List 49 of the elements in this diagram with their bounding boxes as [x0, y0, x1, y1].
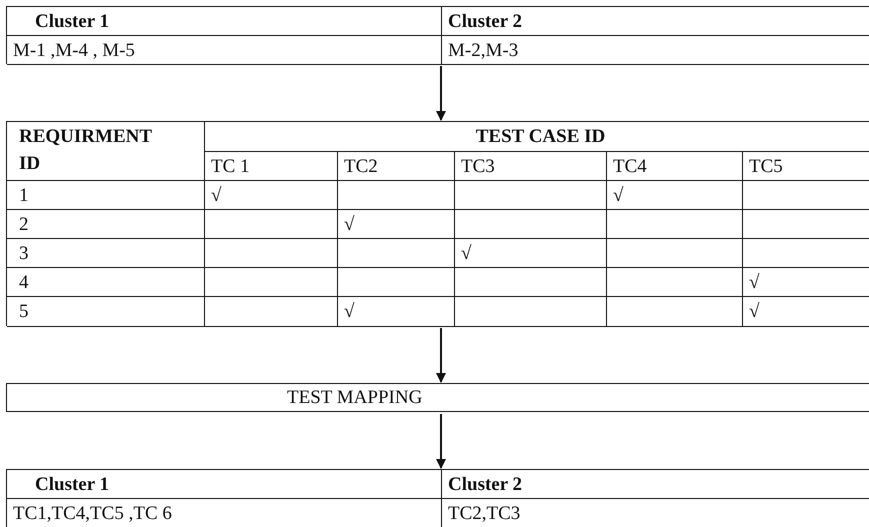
table-cell: 5 [7, 297, 205, 327]
table-cell: √ [455, 239, 607, 268]
table [6, 469, 869, 527]
table-cell: √ [338, 297, 455, 327]
empty-table-cell [338, 181, 455, 210]
table-cell: 4 [7, 268, 205, 297]
table-cell: Cluster 2 [442, 7, 869, 36]
table-cell: √ [743, 297, 869, 327]
table-cell: M-1 ,M-4 , M-5 [7, 36, 442, 65]
arrow [436, 414, 446, 469]
table-cell: TC2 [338, 152, 455, 181]
empty-table-cell [455, 210, 607, 239]
table-cell: Cluster 2 [442, 470, 869, 499]
empty-table-cell [607, 268, 743, 297]
empty-table-cell [338, 268, 455, 297]
table [6, 121, 869, 326]
table-cell: Cluster 1 [7, 470, 442, 499]
table [6, 6, 869, 64]
process-box: TEST MAPPING [6, 383, 869, 412]
table-cell: M-2,M-3 [442, 36, 869, 65]
table-cell: TC1,TC4,TC5 ,TC 6 [7, 499, 442, 527]
table-cell: TC4 [607, 152, 743, 181]
arrow [436, 66, 446, 121]
empty-table-cell [205, 297, 338, 327]
empty-table-cell [455, 297, 607, 327]
table-cell: √ [607, 181, 743, 210]
table-cell: 2 [7, 210, 205, 239]
table-cell: 3 [7, 239, 205, 268]
empty-table-cell [607, 210, 743, 239]
table-cell: TC5 [743, 152, 869, 181]
empty-table-cell [455, 181, 607, 210]
table-cell: TC3 [455, 152, 607, 181]
empty-table-cell [205, 239, 338, 268]
table-cell: √ [205, 181, 338, 210]
empty-table-cell [455, 268, 607, 297]
table-cell: 1 [7, 181, 205, 210]
table-cell: Cluster 1 [7, 7, 442, 36]
empty-table-cell [205, 268, 338, 297]
empty-table-cell [607, 239, 743, 268]
empty-table-cell [205, 210, 338, 239]
empty-table-cell [338, 239, 455, 268]
table-cell: REQUIRMENT ID [7, 122, 205, 181]
arrow [436, 328, 446, 383]
table-cell: √ [338, 210, 455, 239]
table-cell: √ [743, 268, 869, 297]
empty-table-cell [607, 297, 743, 327]
table-cell: TC 1 [205, 152, 338, 181]
table-cell: TC2,TC3 [442, 499, 869, 527]
table-cell: TEST CASE ID [205, 122, 869, 152]
